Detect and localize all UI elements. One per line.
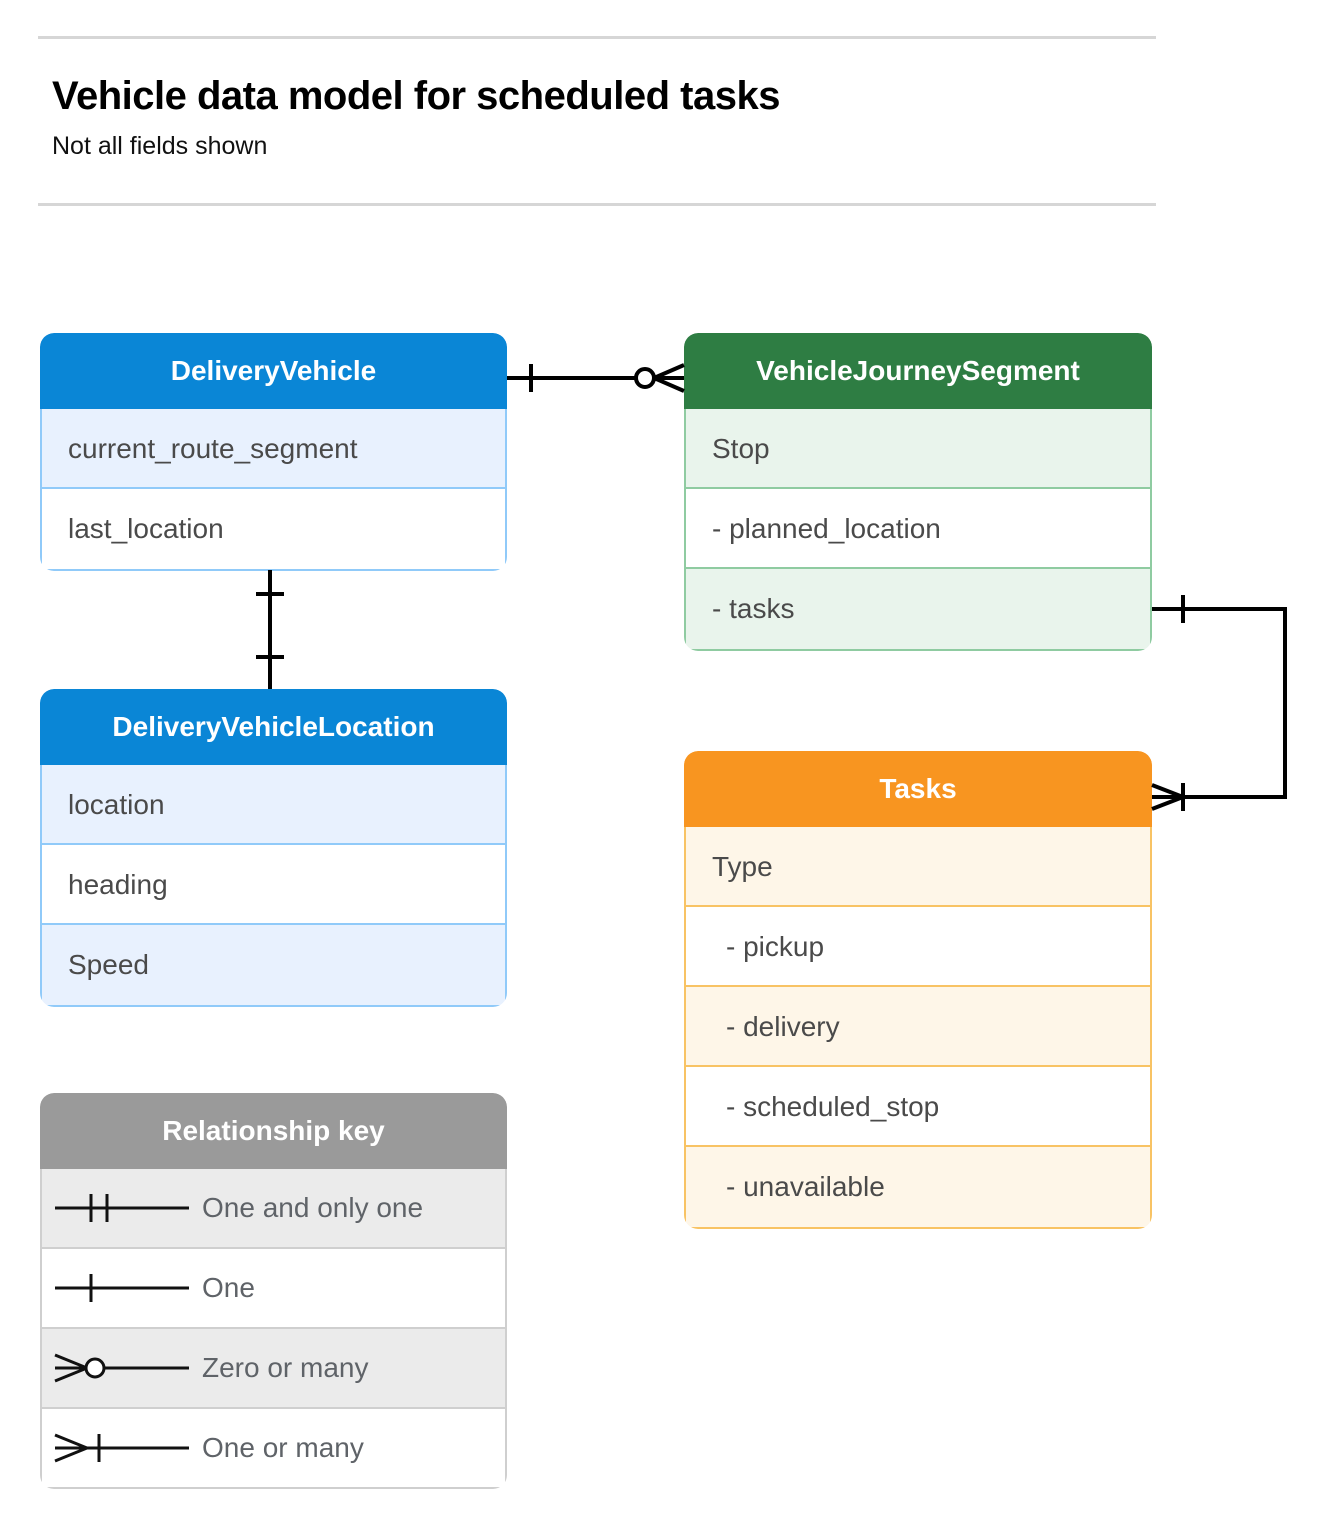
entity-tasks[interactable]: Tasks Type - pickup - delivery - schedul… (684, 751, 1152, 1229)
header-divider-top (38, 36, 1156, 39)
field-row: - delivery (686, 987, 1150, 1067)
entity-tasks-title: Tasks (684, 751, 1152, 827)
field-row: - planned_location (686, 489, 1150, 569)
one-and-only-one-icon (42, 1188, 202, 1228)
field-row: location (42, 765, 505, 845)
header-divider-bottom (38, 203, 1156, 206)
entity-vehicle-journey-segment-fields: Stop - planned_location - tasks (684, 409, 1152, 651)
entity-vehicle-journey-segment[interactable]: VehicleJourneySegment Stop - planned_loc… (684, 333, 1152, 651)
legend-item-label: Zero or many (202, 1352, 369, 1383)
entity-delivery-vehicle-location[interactable]: DeliveryVehicleLocation location heading… (40, 689, 507, 1007)
connector-vehiclejourneysegment-to-tasks (1151, 595, 1287, 811)
legend-item-one: One (42, 1249, 505, 1329)
field-row: Speed (42, 925, 505, 1005)
entity-delivery-vehicle-title: DeliveryVehicle (40, 333, 507, 409)
connector-deliveryvehicle-to-vehiclejourneysegment (507, 363, 685, 393)
field-row: Stop (686, 409, 1150, 489)
page-title: Vehicle data model for scheduled tasks (52, 74, 780, 118)
entity-delivery-vehicle-location-title: DeliveryVehicleLocation (40, 689, 507, 765)
entity-vehicle-journey-segment-title: VehicleJourneySegment (684, 333, 1152, 409)
one-icon (42, 1268, 202, 1308)
field-row: - scheduled_stop (686, 1067, 1150, 1147)
entity-delivery-vehicle-location-fields: location heading Speed (40, 765, 507, 1007)
entity-delivery-vehicle-fields: current_route_segment last_location (40, 409, 507, 571)
connector-deliveryvehicle-to-deliveryvehiclelocation (256, 570, 284, 689)
page-subtitle: Not all fields shown (52, 132, 268, 160)
field-row: current_route_segment (42, 409, 505, 489)
field-row: - unavailable (686, 1147, 1150, 1227)
legend-title: Relationship key (40, 1093, 507, 1169)
legend-item-label: One or many (202, 1432, 364, 1463)
legend-item-label: One (202, 1272, 255, 1303)
entity-tasks-fields: Type - pickup - delivery - scheduled_sto… (684, 827, 1152, 1229)
legend-item-label: One and only one (202, 1192, 424, 1223)
relationship-key-legend: Relationship key One and only one One (40, 1093, 507, 1489)
one-or-many-icon (42, 1428, 202, 1468)
zero-or-many-icon (42, 1348, 202, 1388)
legend-item-zero-or-many: Zero or many (42, 1329, 505, 1409)
field-row: Type (686, 827, 1150, 907)
entity-delivery-vehicle[interactable]: DeliveryVehicle current_route_segment la… (40, 333, 507, 571)
field-row: - tasks (686, 569, 1150, 649)
legend-rows: One and only one One Zero (40, 1169, 507, 1489)
field-row: - pickup (686, 907, 1150, 987)
field-row: last_location (42, 489, 505, 569)
legend-item-one-and-only-one: One and only one (42, 1169, 505, 1249)
legend-item-one-or-many: One or many (42, 1409, 505, 1487)
field-row: heading (42, 845, 505, 925)
